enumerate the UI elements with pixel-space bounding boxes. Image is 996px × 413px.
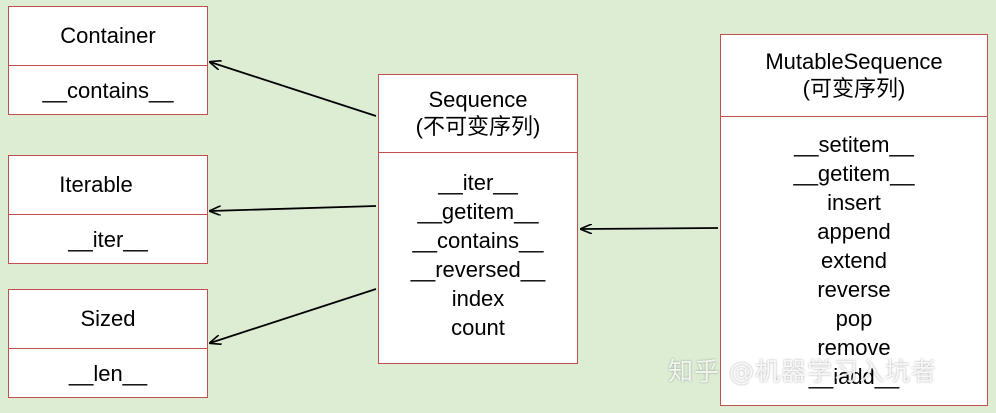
- class-box-container: Container __contains__: [8, 6, 208, 115]
- class-name-sized: Sized: [80, 305, 136, 331]
- method-item: index: [451, 286, 505, 311]
- class-header-iterable: Iterable: [9, 156, 207, 215]
- method-list-sized: __len__: [9, 349, 207, 397]
- class-box-sized: Sized __len__: [8, 289, 208, 398]
- method-item: __getitem__: [417, 199, 539, 224]
- method-item: append: [817, 219, 891, 244]
- method-item: reverse: [817, 277, 891, 302]
- method-item: insert: [827, 190, 881, 215]
- method-item: __iter__: [68, 226, 148, 252]
- arrow-sequence-to-iterable: [210, 205, 377, 211]
- method-item: pop: [835, 306, 873, 331]
- class-header-mutable-sequence: MutableSequence (可变序列): [721, 35, 987, 117]
- class-name-container: Container: [60, 22, 156, 48]
- method-item: __contains__: [42, 77, 174, 103]
- class-box-iterable: Iterable __iter__: [8, 155, 208, 264]
- class-header-sized: Sized: [9, 290, 207, 349]
- method-item: __contains__: [412, 228, 544, 253]
- arrow-sequence-to-container: [210, 62, 377, 117]
- class-name-iterable: Iterable: [59, 171, 133, 197]
- class-subtitle-sequence: (不可变序列): [415, 113, 541, 139]
- method-item: extend: [820, 248, 888, 273]
- method-item: __iter__: [438, 170, 518, 195]
- watermark-text: 知乎 @机器学习入坑者: [668, 357, 937, 386]
- method-list-iterable: __iter__: [9, 215, 207, 263]
- method-item: __len__: [68, 360, 148, 386]
- method-item: __reversed__: [410, 257, 546, 282]
- method-item: remove: [817, 335, 891, 360]
- method-item: __iadd__: [808, 364, 900, 389]
- method-list-container: __contains__: [9, 66, 207, 114]
- method-item: __getitem__: [793, 161, 915, 186]
- class-subtitle-mutable-sequence: (可变序列): [802, 75, 906, 101]
- arrow-mutable-to-sequence: [581, 228, 719, 229]
- class-box-mutable-sequence: MutableSequence (可变序列) __setitem__ __get…: [720, 34, 988, 406]
- class-box-sequence: Sequence (不可变序列) __iter__ __getitem__ __…: [378, 74, 578, 364]
- arrow-sequence-to-sized: [210, 288, 377, 343]
- method-item: count: [451, 315, 505, 340]
- method-item: __setitem__: [794, 132, 914, 157]
- class-header-sequence: Sequence (不可变序列): [379, 75, 577, 153]
- method-list-sequence: __iter__ __getitem__ __contains__ __reve…: [379, 168, 577, 363]
- class-header-container: Container: [9, 7, 207, 66]
- method-list-mutable-sequence: __setitem__ __getitem__ insert append ex…: [721, 130, 987, 405]
- class-name-mutable-sequence: MutableSequence: [765, 49, 943, 75]
- class-name-sequence: Sequence: [428, 87, 528, 113]
